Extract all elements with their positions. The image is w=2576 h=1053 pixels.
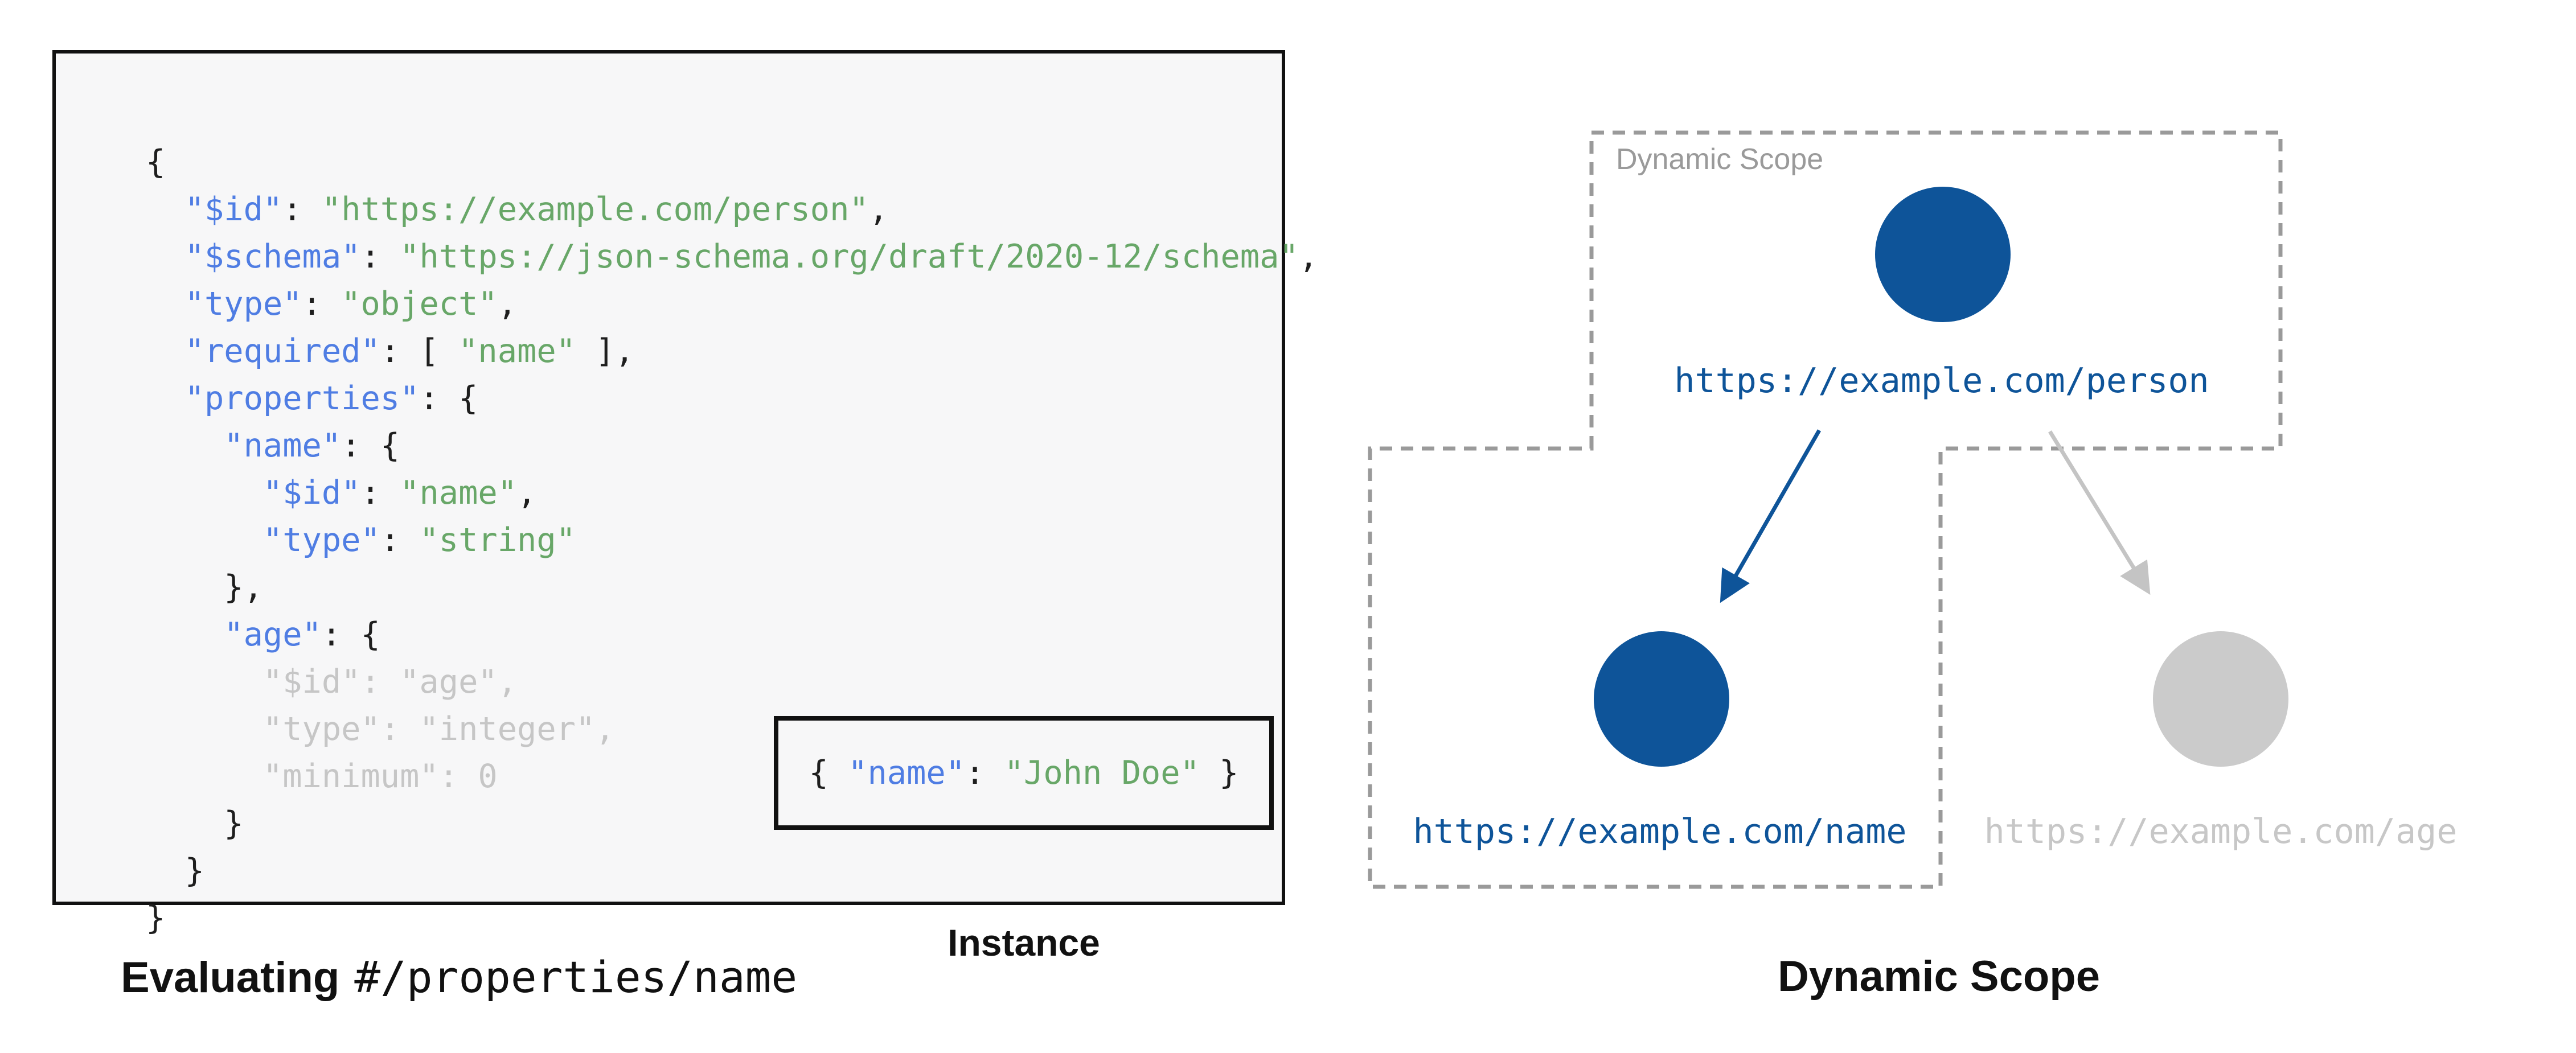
- node-person-label: https://example.com/person: [1674, 361, 2209, 401]
- node-name-label: https://example.com/name: [1413, 812, 1907, 852]
- left-caption-bold: Evaluating: [121, 953, 340, 1002]
- instance-box: { "name": "John Doe" }: [774, 716, 1274, 830]
- scope-region-label: Dynamic Scope: [1616, 143, 1824, 176]
- schema-panel: { "$id": "https://example.com/person", "…: [52, 50, 1318, 964]
- left-caption-pointer: #/properties/name: [354, 952, 798, 1002]
- node-age-circle: [2153, 631, 2288, 767]
- right-caption: Dynamic Scope: [1778, 952, 2100, 1001]
- node-person-circle: [1875, 187, 2011, 322]
- arrow-person-to-name: [1720, 429, 1822, 603]
- instance-label: Instance: [947, 922, 1100, 964]
- dynamic-scope-boundary: [1368, 130, 2283, 889]
- instance-code: { "name": "John Doe" }: [809, 754, 1239, 792]
- arrow-person-to-age: [2048, 430, 2151, 595]
- left-caption: Evaluating #/properties/name: [121, 952, 797, 1002]
- schema-code: { "$id": "https://example.com/person", "…: [146, 143, 1319, 937]
- node-name-circle: [1594, 631, 1729, 767]
- node-age-label: https://example.com/age: [1984, 812, 2458, 852]
